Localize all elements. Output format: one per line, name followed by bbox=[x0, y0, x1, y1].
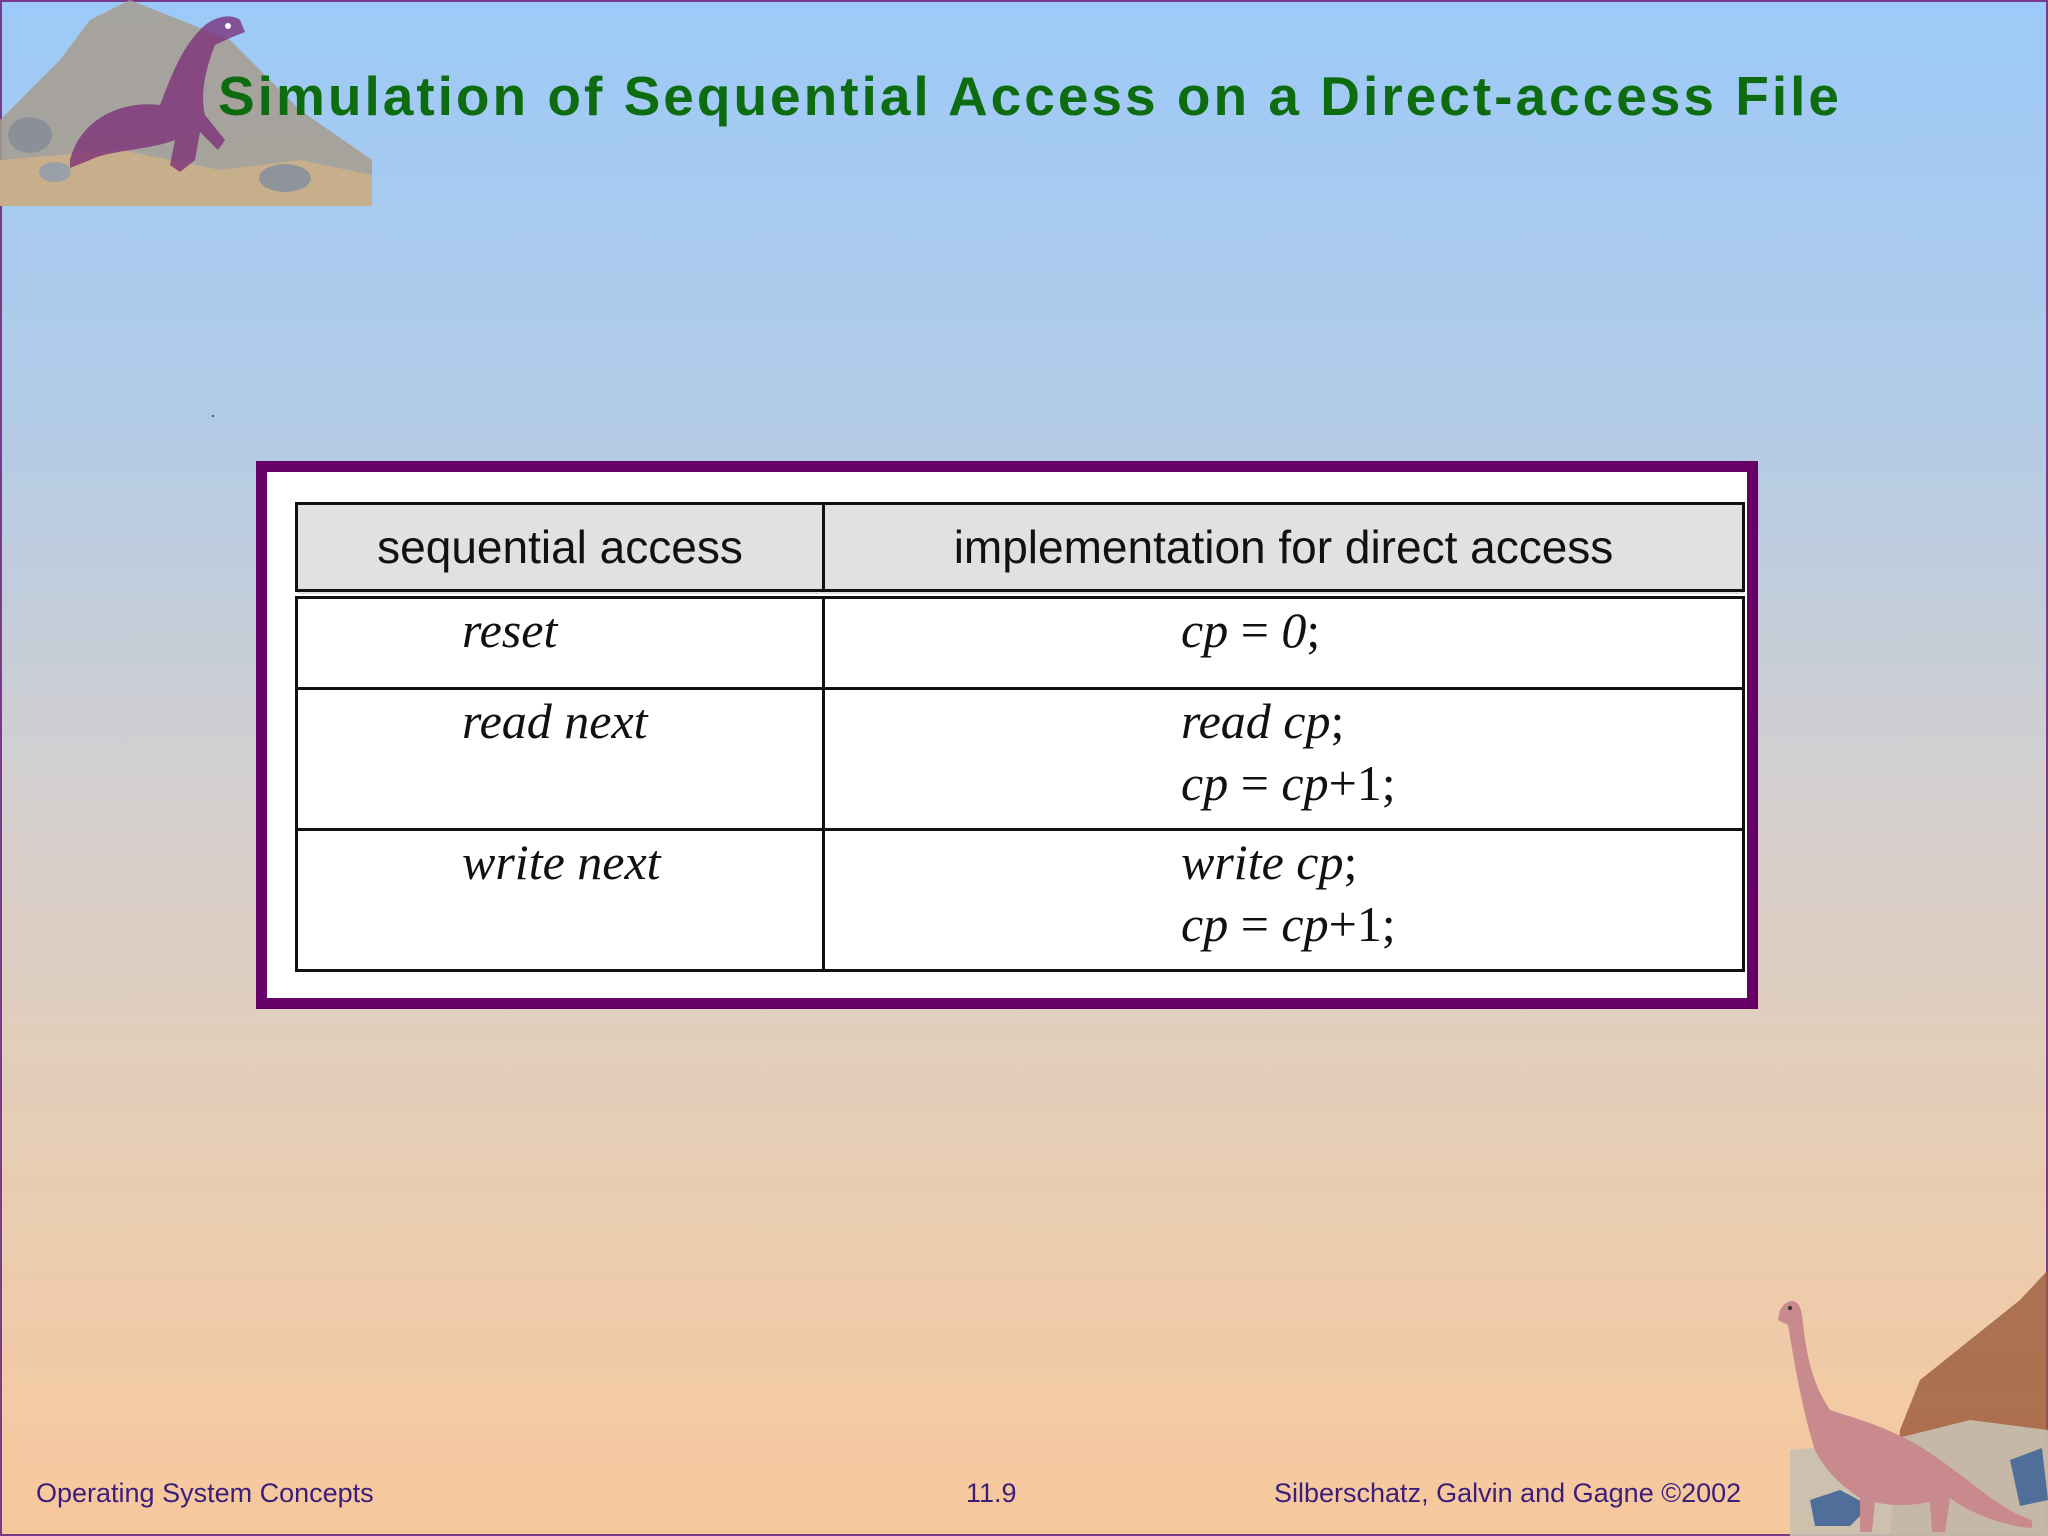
operation-cell: read next bbox=[296, 688, 825, 831]
footer-copyright: Silberschatz, Galvin and Gagne ©2002 bbox=[1274, 1478, 1742, 1508]
column-header-sequential-access: sequential access bbox=[296, 503, 825, 599]
table-header-row: sequential access implementation for dir… bbox=[296, 503, 1744, 599]
operation-label: read next bbox=[462, 693, 648, 749]
implementation-cell: cp = 0; bbox=[823, 594, 1744, 690]
trex-dinosaur-illustration bbox=[0, 0, 372, 206]
implementation-cell: write cp; cp = cp+1; bbox=[824, 830, 1744, 971]
operation-label: write next bbox=[462, 834, 661, 890]
table-frame: sequential access implementation for dir… bbox=[256, 461, 1758, 1009]
footer-slide-number: 11.9 bbox=[966, 1478, 1017, 1508]
stray-dot bbox=[212, 415, 214, 417]
implementation-line: read cp; bbox=[1181, 693, 1345, 749]
implementation-cell: read cp; cp = cp+1; bbox=[823, 688, 1744, 831]
column-header-direct-implementation: implementation for direct access bbox=[823, 503, 1744, 599]
access-table: sequential access implementation for dir… bbox=[295, 502, 1745, 972]
implementation-line: write cp; bbox=[1181, 834, 1358, 890]
table-row-write-next: write next write cp; cp = cp+1; bbox=[296, 829, 1744, 971]
operation-cell: reset bbox=[296, 594, 825, 690]
implementation-line: cp = 0; bbox=[1181, 602, 1321, 658]
footer-book-title: Operating System Concepts bbox=[36, 1478, 374, 1508]
table-row-reset: reset cp = 0; bbox=[296, 594, 1744, 690]
table-row-read-next: read next read cp; cp = cp+1; bbox=[296, 688, 1744, 831]
slide-title: Simulation of Sequential Access on a Dir… bbox=[218, 65, 1843, 127]
operation-cell: write next bbox=[296, 829, 825, 971]
implementation-line: cp = cp+1; bbox=[1181, 896, 1396, 952]
operation-label: reset bbox=[462, 602, 558, 658]
implementation-line: cp = cp+1; bbox=[1181, 755, 1396, 811]
brontosaurus-dinosaur-illustration bbox=[1778, 1270, 2048, 1536]
